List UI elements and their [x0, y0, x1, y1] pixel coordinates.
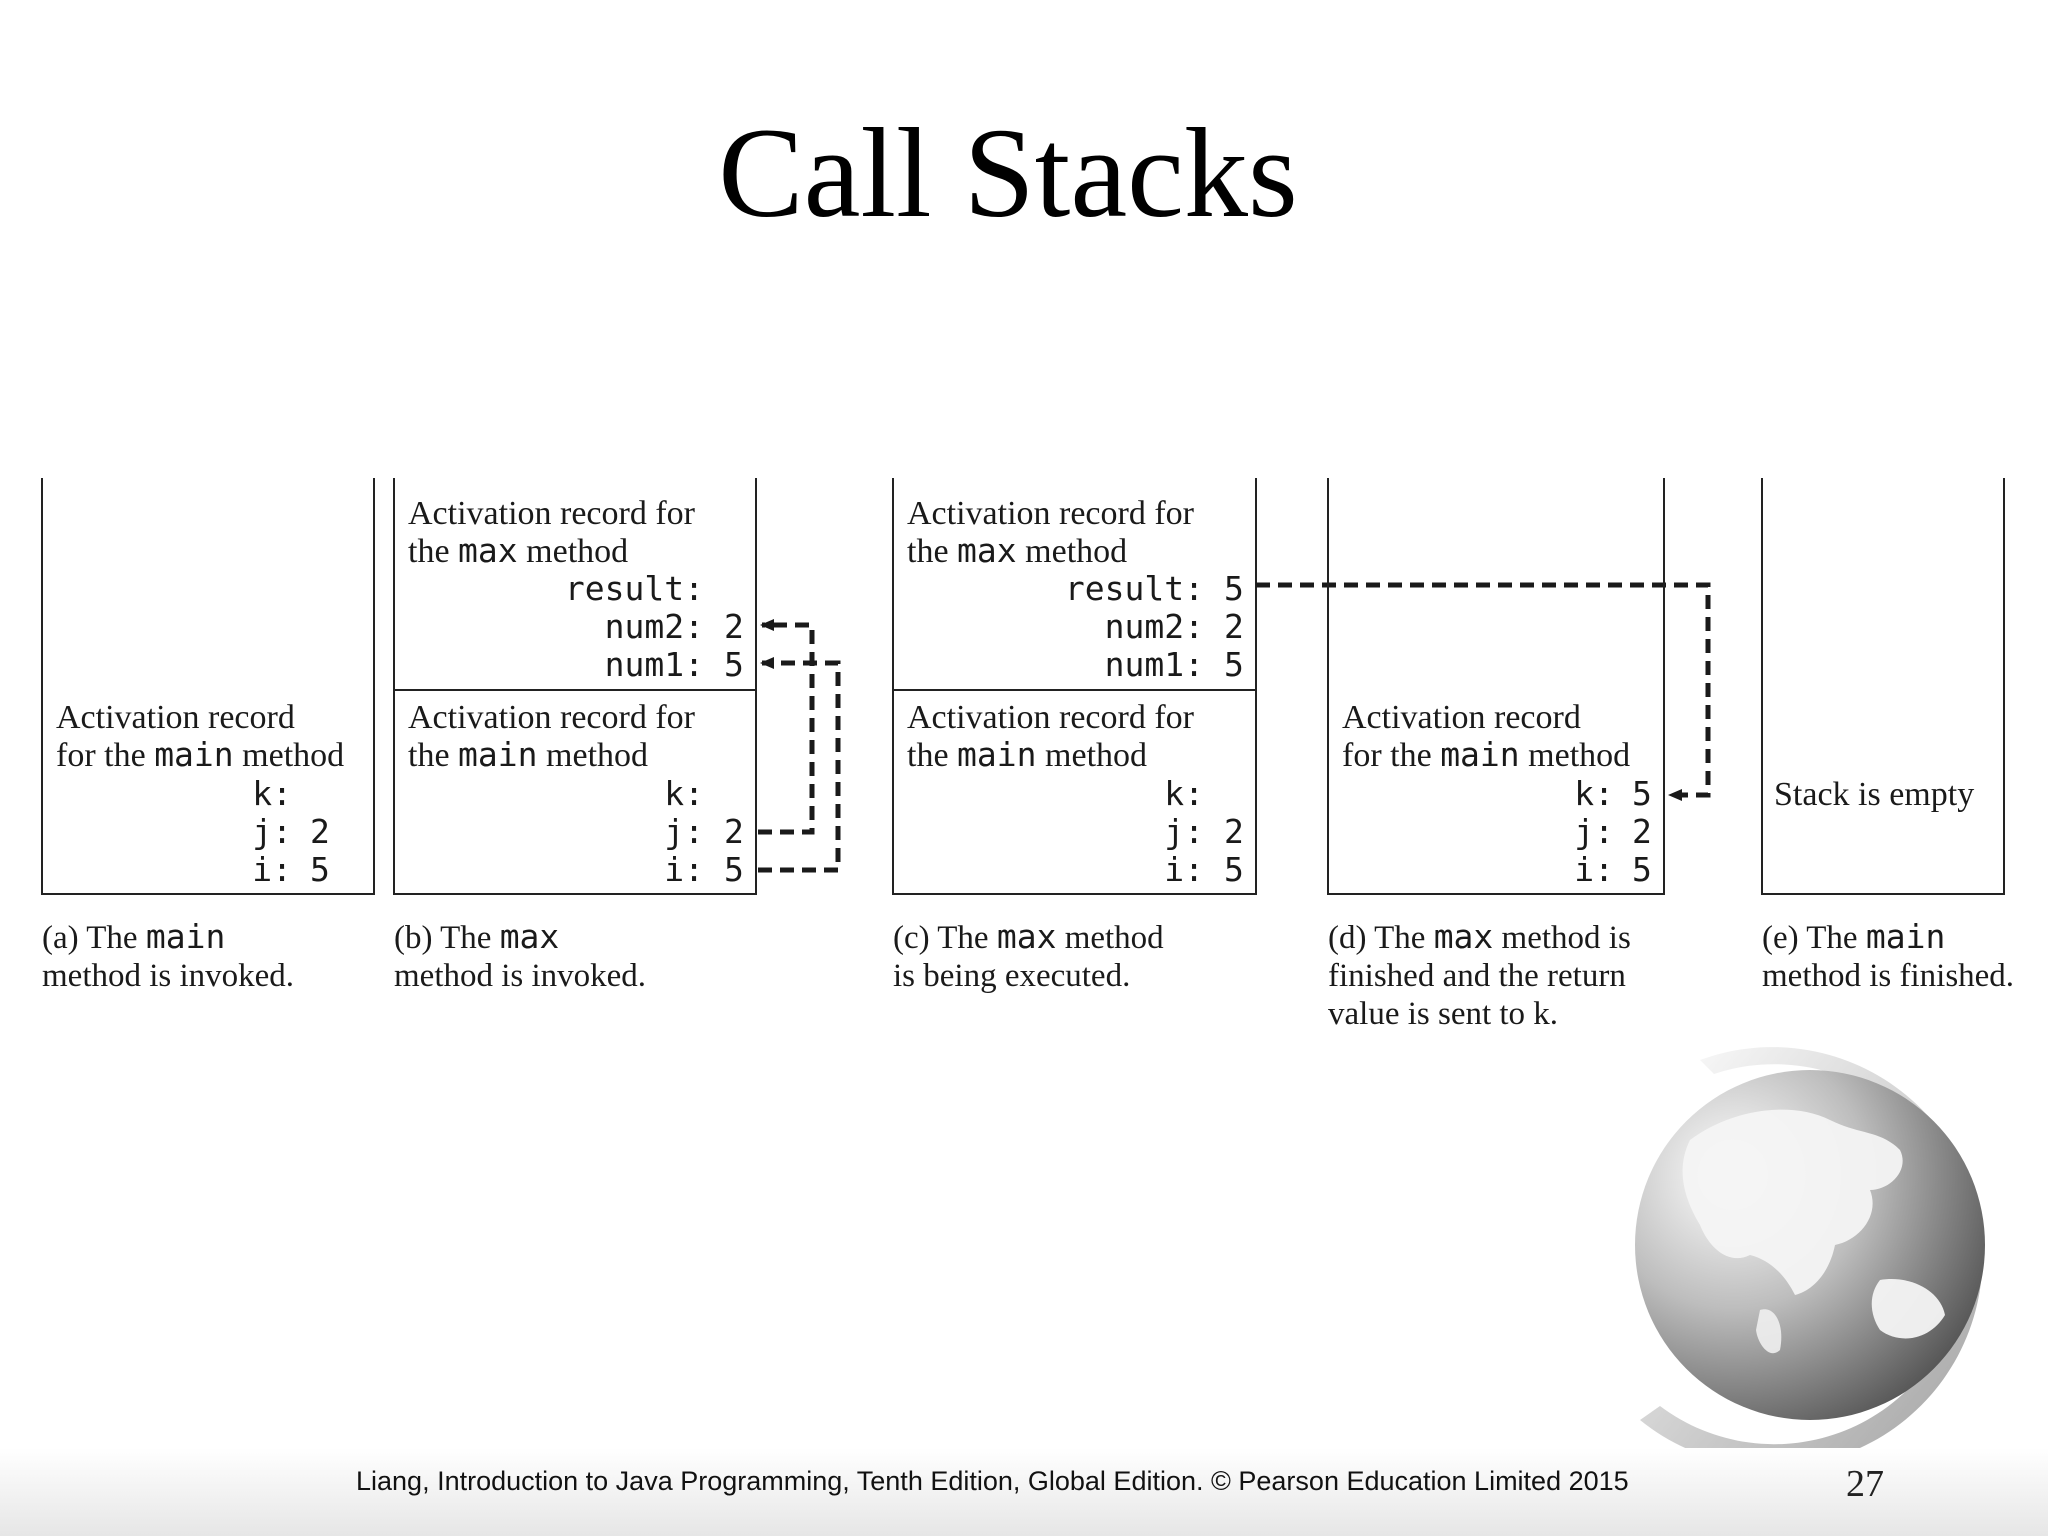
var-j-label: j:	[252, 812, 292, 851]
var-i-value: 5	[1632, 850, 1652, 889]
svg-text:is being executed.: is being executed.	[893, 958, 1130, 994]
record-subheading: the max method	[907, 531, 1127, 570]
var-num2-label: num2:	[1105, 607, 1204, 646]
globe-icon	[1635, 1047, 1985, 1460]
svg-text:method is finished.: method is finished.	[1762, 958, 2014, 994]
stack-d-outline	[1327, 478, 1665, 895]
activation-record-max: Activation record for the max method res…	[907, 495, 1244, 684]
stack-c-caption: (c) The max method is being executed.	[893, 917, 1164, 994]
stack-e-caption: (e) The main method is finished.	[1762, 917, 2014, 994]
var-i-value: 5	[310, 850, 330, 889]
record-subheading: the max method	[408, 531, 628, 570]
record-subheading: the main method	[907, 735, 1147, 774]
stack-b: Activation record for the max method res…	[393, 478, 841, 994]
footer-copyright: Liang, Introduction to Java Programming,…	[356, 1466, 1629, 1496]
activation-record-main: Activation record for the main method k:…	[408, 699, 744, 889]
stack-a-caption: (a) The main method is invoked.	[42, 917, 294, 994]
stack-a-outline	[41, 478, 375, 895]
var-j-value: 2	[724, 812, 744, 851]
var-j-label: j:	[1574, 812, 1614, 851]
svg-text:(c) The max method: (c) The max method	[893, 917, 1164, 956]
svg-text:(d) The max method is: (d) The max method is	[1328, 917, 1631, 956]
stack-b-outline	[393, 478, 757, 895]
record-heading: Activation record for	[907, 495, 1195, 532]
var-k-label: k:	[252, 774, 292, 813]
record-heading: Activation record for	[408, 495, 696, 532]
var-num2-value: 2	[1224, 607, 1244, 646]
arrow-result-to-k	[1256, 582, 1711, 801]
svg-text:method is invoked.: method is invoked.	[42, 958, 294, 994]
record-subheading: the main method	[408, 735, 648, 774]
var-i-label: i:	[664, 850, 704, 889]
svg-text:(b) The max: (b) The max	[394, 917, 559, 956]
var-num2-label: num2:	[605, 607, 704, 646]
var-num1-label: num1:	[605, 645, 704, 684]
var-i-label: i:	[252, 850, 292, 889]
var-i-value: 5	[724, 850, 744, 889]
var-k-label: k:	[1164, 774, 1204, 813]
svg-text:value is sent to k.: value is sent to k.	[1328, 996, 1558, 1032]
record-heading: Activation record	[1342, 699, 1581, 736]
var-j-value: 2	[1224, 812, 1244, 851]
var-num1-label: num1:	[1105, 645, 1204, 684]
svg-text:method is invoked.: method is invoked.	[394, 958, 646, 994]
var-k-label: k:	[1574, 774, 1614, 813]
var-j-value: 2	[310, 812, 330, 851]
activation-record-main: Activation record for the main method k:…	[56, 699, 344, 889]
arrow-i-to-num1	[758, 657, 841, 873]
stack-c: Activation record for the max method res…	[892, 478, 1711, 994]
arrow-j-to-num2	[758, 619, 815, 835]
footer-bar	[0, 1448, 2048, 1536]
stack-d: Activation record for the main method k:…	[1327, 478, 1665, 1032]
svg-text:finished and the return: finished and the return	[1328, 958, 1626, 994]
var-num1-value: 5	[724, 645, 744, 684]
var-num2-value: 2	[724, 607, 744, 646]
stack-a: Activation record for the main method k:…	[41, 478, 375, 994]
activation-record-main: Activation record for the main method k:…	[907, 699, 1244, 889]
page-number: 27	[1846, 1463, 1884, 1505]
record-heading: Activation record	[56, 699, 295, 736]
call-stack-diagram: Activation record for the main method k:…	[41, 478, 2014, 1032]
var-i-label: i:	[1574, 850, 1614, 889]
var-k-label: k:	[664, 774, 704, 813]
svg-text:(e) The main: (e) The main	[1762, 917, 1945, 956]
var-i-label: i:	[1164, 850, 1204, 889]
stack-b-caption: (b) The max method is invoked.	[394, 917, 646, 994]
record-subheading: for the main method	[56, 735, 344, 774]
stack-c-outline	[892, 478, 1257, 895]
var-num1-value: 5	[1224, 645, 1244, 684]
activation-record-main: Activation record for the main method k:…	[1342, 699, 1652, 889]
var-k-value: 5	[1632, 774, 1652, 813]
stack-e-outline	[1761, 478, 2005, 895]
record-heading: Activation record for	[408, 699, 696, 736]
var-i-value: 5	[1224, 850, 1244, 889]
page-title: Call Stacks	[718, 102, 1298, 244]
var-j-value: 2	[1632, 812, 1652, 851]
svg-text:(a) The main: (a) The main	[42, 917, 225, 956]
var-j-label: j:	[664, 812, 704, 851]
stack-d-caption: (d) The max method is finished and the r…	[1328, 917, 1631, 1032]
var-j-label: j:	[1164, 812, 1204, 851]
var-result-label: result:	[565, 569, 704, 608]
var-result-value: 5	[1224, 569, 1244, 608]
record-subheading: for the main method	[1342, 735, 1630, 774]
var-result-label: result:	[1065, 569, 1204, 608]
activation-record-max: Activation record for the max method res…	[408, 495, 744, 684]
record-heading: Activation record for	[907, 699, 1195, 736]
stack-empty-label: Stack is empty	[1774, 776, 1974, 813]
stack-e: Stack is empty (e) The main method is fi…	[1761, 478, 2014, 994]
